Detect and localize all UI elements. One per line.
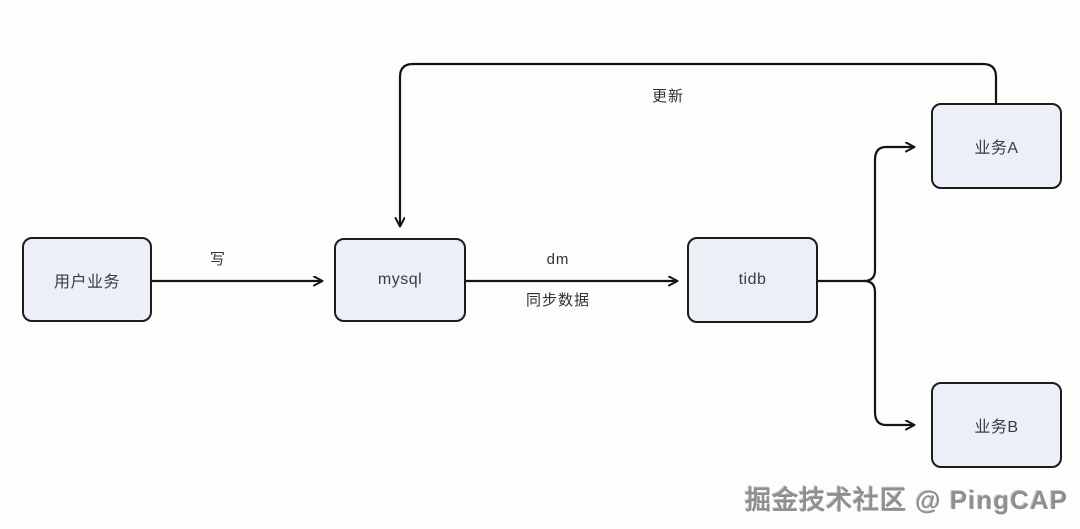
edge-label-sync-data: 同步数据 bbox=[525, 292, 590, 309]
node-mysql: mysql bbox=[334, 238, 466, 322]
node-service-b: 业务B bbox=[931, 382, 1062, 468]
watermark-text: 掘金技术社区 @ PingCAP bbox=[744, 485, 1068, 515]
edge-label-write: 写 bbox=[209, 251, 226, 268]
node-service-a: 业务A bbox=[931, 103, 1062, 189]
edge-label-update: 更新 bbox=[651, 88, 684, 105]
edge-label-dm: dm bbox=[546, 251, 570, 268]
node-tidb-label: tidb bbox=[738, 271, 767, 288]
node-service-a-label: 业务A bbox=[974, 140, 1019, 157]
edge-tidb-to-service-b bbox=[863, 279, 914, 425]
node-mysql-label: mysql bbox=[377, 271, 423, 288]
node-user-service: 用户业务 bbox=[22, 237, 152, 322]
node-service-b-label: 业务B bbox=[974, 419, 1019, 436]
node-user-service-label: 用户业务 bbox=[53, 273, 120, 291]
edge-tidb-to-service-a bbox=[818, 147, 914, 283]
node-tidb: tidb bbox=[687, 237, 818, 323]
